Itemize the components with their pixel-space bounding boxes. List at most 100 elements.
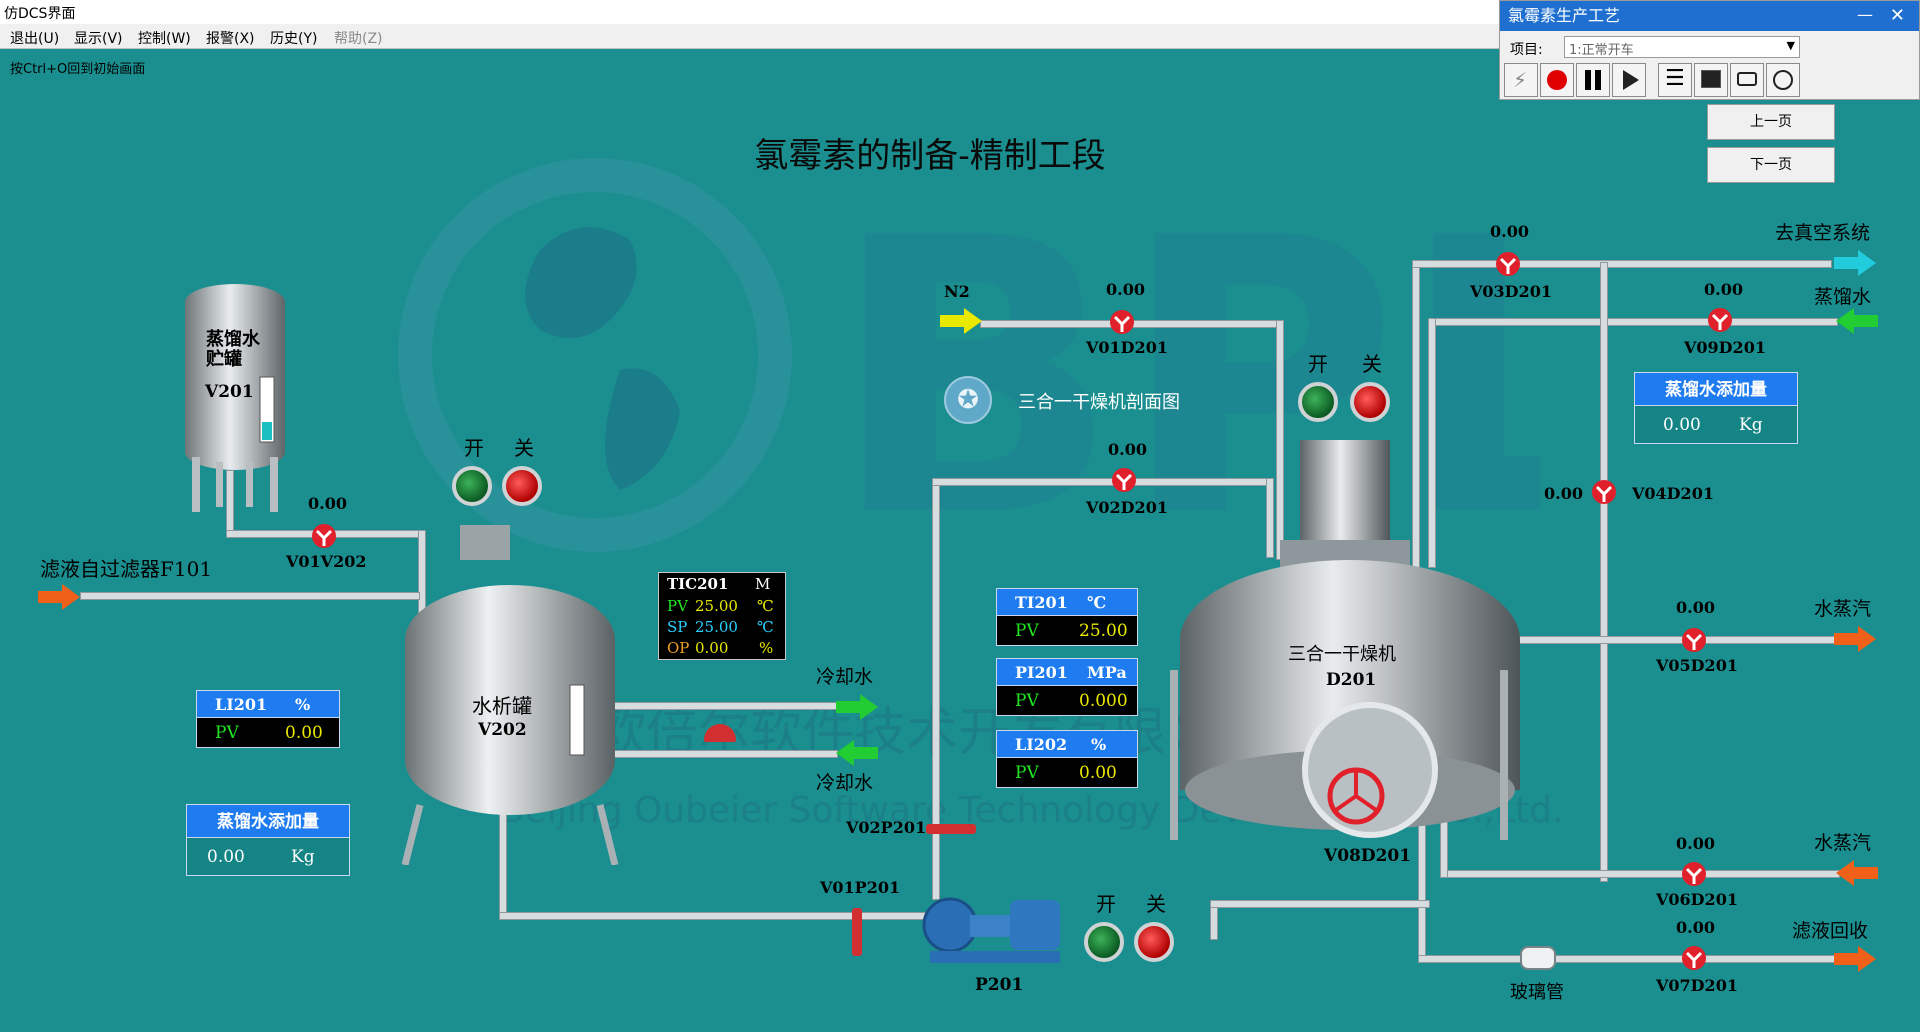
play-button[interactable]: [1612, 63, 1646, 97]
valve-v03d201[interactable]: [1494, 250, 1522, 278]
valve-v01v202[interactable]: [310, 522, 338, 550]
ti201-pv-label: PV: [1015, 621, 1039, 641]
pipe: [1428, 318, 1838, 326]
clock-button[interactable]: [1766, 63, 1800, 97]
add-water-left-title: 蒸馏水添加量: [186, 804, 350, 838]
panel-close-icon[interactable]: ✕: [1889, 5, 1905, 26]
add-water-right-title: 蒸馏水添加量: [1634, 372, 1798, 406]
stream-steam2-label: 水蒸汽: [1814, 832, 1872, 854]
chevron-down-icon: ▼: [1786, 39, 1795, 52]
valve-tag-v08d201: V08D201: [1324, 846, 1412, 866]
valve-v04d201-value: 0.00: [1544, 484, 1583, 503]
tic201-op-unit: %: [759, 639, 774, 657]
valve-v02d201[interactable]: [1110, 466, 1138, 494]
arrow-left-icon: [1836, 860, 1878, 886]
start-button-v202[interactable]: [452, 466, 492, 506]
pipe: [608, 702, 838, 710]
pipe: [1440, 870, 1840, 878]
valve-v09d201[interactable]: [1706, 306, 1734, 334]
valve-v07d201-value: 0.00: [1676, 918, 1715, 937]
lightning-icon: ⚡: [1513, 68, 1528, 92]
tank-v202-tag: V202: [478, 720, 527, 740]
li201-unit: %: [295, 695, 311, 714]
page-title: 氯霉素的制备-精制工段: [754, 136, 1106, 176]
valve-tag-v01p201: V01P201: [820, 878, 901, 897]
chart-button[interactable]: [1694, 63, 1728, 97]
list-button[interactable]: ☰: [1658, 63, 1692, 97]
stop-button-v202[interactable]: [502, 466, 542, 506]
cooling-control-valve[interactable]: [704, 724, 736, 742]
next-page-button[interactable]: 下一页: [1707, 147, 1835, 183]
prev-page-button[interactable]: 上一页: [1707, 104, 1835, 140]
menu-display[interactable]: 显示(V): [74, 31, 123, 47]
menu-help[interactable]: 帮助(Z): [334, 31, 383, 47]
pipe: [932, 480, 940, 900]
li201-pv-label: PV: [215, 723, 239, 743]
panel-minimize-icon[interactable]: —: [1857, 5, 1873, 24]
project-select[interactable]: 1:正常开车 ▼: [1564, 36, 1800, 58]
storage-tank-v201: [185, 284, 285, 512]
camera-button[interactable]: [1730, 63, 1764, 97]
arrow-right-icon: [940, 308, 982, 334]
start-button-d201[interactable]: [1298, 382, 1338, 422]
add-water-right-unit: Kg: [1739, 415, 1763, 435]
tic201-faceplate[interactable]: TIC201 M PV 25.00 ℃ SP 25.00 ℃ OP 0.00 %: [658, 572, 786, 660]
switch-on-label-p201: 开: [1096, 892, 1116, 916]
pause-button[interactable]: [1576, 63, 1610, 97]
menu-exit[interactable]: 退出(U): [10, 31, 60, 47]
li202-tag: LI202: [1015, 735, 1068, 754]
pause-icon: [1585, 70, 1601, 90]
stop-button-p201[interactable]: [1134, 922, 1174, 962]
arrow-right-icon: [836, 694, 878, 720]
pipe: [80, 592, 420, 600]
valve-tag-v02p201: V02P201: [846, 818, 927, 837]
li202-unit: %: [1091, 735, 1107, 754]
pipe: [1418, 955, 1838, 963]
valve-v05d201[interactable]: [1680, 626, 1708, 654]
valve-v09d201-value: 0.00: [1704, 280, 1743, 299]
tic201-pv-unit: ℃: [757, 597, 774, 615]
stream-distilled-water-label: 蒸馏水: [1814, 286, 1872, 308]
switch-off-label-d201: 关: [1362, 352, 1382, 376]
menu-history[interactable]: 历史(Y): [270, 31, 318, 47]
li202-pv-label: PV: [1015, 763, 1039, 783]
valve-v02p201[interactable]: [926, 824, 976, 834]
valve-v07d201[interactable]: [1680, 944, 1708, 972]
valve-v04d201[interactable]: [1590, 478, 1618, 506]
tank-v201-name: 蒸馏水 贮罐: [206, 329, 260, 370]
lightning-button[interactable]: ⚡: [1504, 63, 1538, 97]
valve-v01p201[interactable]: [852, 908, 862, 956]
record-button[interactable]: [1540, 63, 1574, 97]
pi201-tag: PI201: [1015, 663, 1068, 682]
ti201-tag: TI201: [1015, 593, 1068, 612]
arrow-left-icon: [1836, 308, 1878, 334]
clock-icon: [1773, 70, 1793, 90]
stream-n2-label: N2: [944, 282, 970, 301]
pump-p201-tag: P201: [975, 975, 1024, 995]
stop-button-d201[interactable]: [1350, 382, 1390, 422]
valve-tag-v01d201: V01D201: [1086, 338, 1168, 357]
valve-v02d201-value: 0.00: [1108, 440, 1147, 459]
add-water-left-value: 0.00: [207, 847, 245, 867]
tic201-op-label: OP: [667, 639, 690, 657]
valve-v01d201-value: 0.00: [1106, 280, 1145, 299]
start-button-p201[interactable]: [1084, 922, 1124, 962]
valve-v01d201[interactable]: [1108, 308, 1136, 336]
valve-tag-v04d201: V04D201: [1632, 484, 1714, 503]
switch-on-label-v202: 开: [464, 436, 484, 460]
valve-tag-v09d201: V09D201: [1684, 338, 1766, 357]
pipe: [499, 912, 929, 920]
menu-control[interactable]: 控制(W): [138, 31, 191, 47]
play-icon: [1623, 70, 1639, 90]
menu-alarm[interactable]: 报警(X): [206, 31, 255, 47]
switch-on-label-d201: 开: [1308, 352, 1328, 376]
dryer-section-link[interactable]: ✪ 三合一干燥机剖面图: [944, 376, 1214, 426]
valve-v06d201[interactable]: [1680, 860, 1708, 888]
pipe: [1210, 900, 1430, 908]
